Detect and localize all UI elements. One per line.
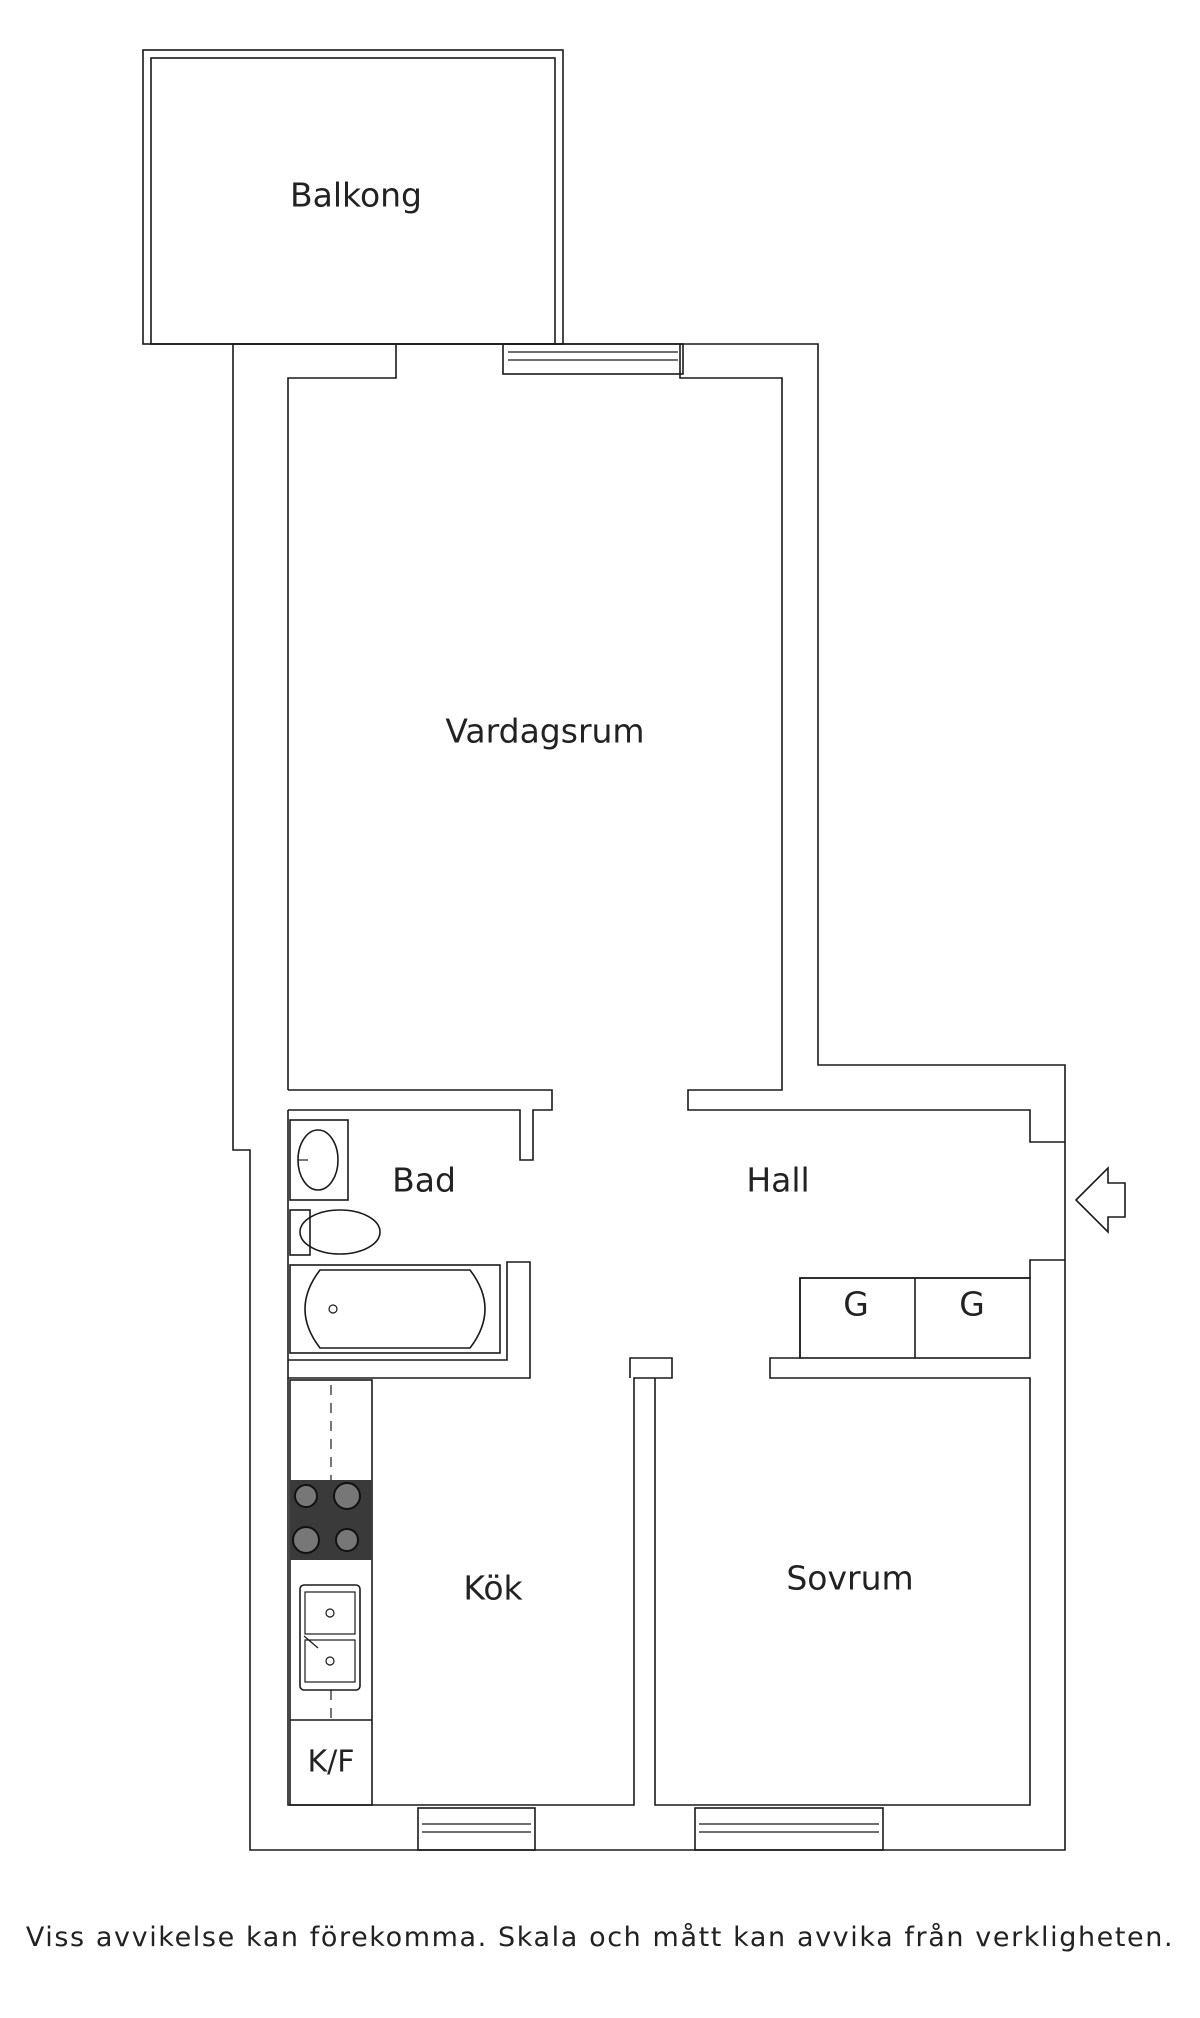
windows [417,343,884,1851]
wardrobe-label: G [843,1285,869,1324]
disclaimer-text: Viss avvikelse kan förekomma. Skala och … [25,1922,1175,1953]
fridge-freezer-label: K/F [307,1745,354,1780]
room-label-balkong: Balkong [290,176,422,215]
wardrobe-label: G [959,1285,985,1324]
bathtub [289,1264,501,1354]
outer-wall [232,343,1066,1851]
room-label-kok: Kök [463,1569,523,1608]
kitchen-counter [289,1379,373,1806]
toilet-bowl [299,1209,381,1255]
bathroom-fixtures [289,1119,501,1354]
room-label-vardagsrum: Vardagsrum [445,712,644,751]
room-label-hall: Hall [746,1161,809,1200]
room-label-sovrum: Sovrum [786,1559,913,1598]
inner-walls [287,344,1065,1806]
toilet-tank [289,1209,311,1256]
entrance-arrow-icon [1074,1166,1126,1234]
room-label-bad: Bad [392,1161,456,1200]
kitchen-fixtures [289,1379,373,1806]
washbasin [289,1119,349,1201]
sink [299,1584,361,1691]
